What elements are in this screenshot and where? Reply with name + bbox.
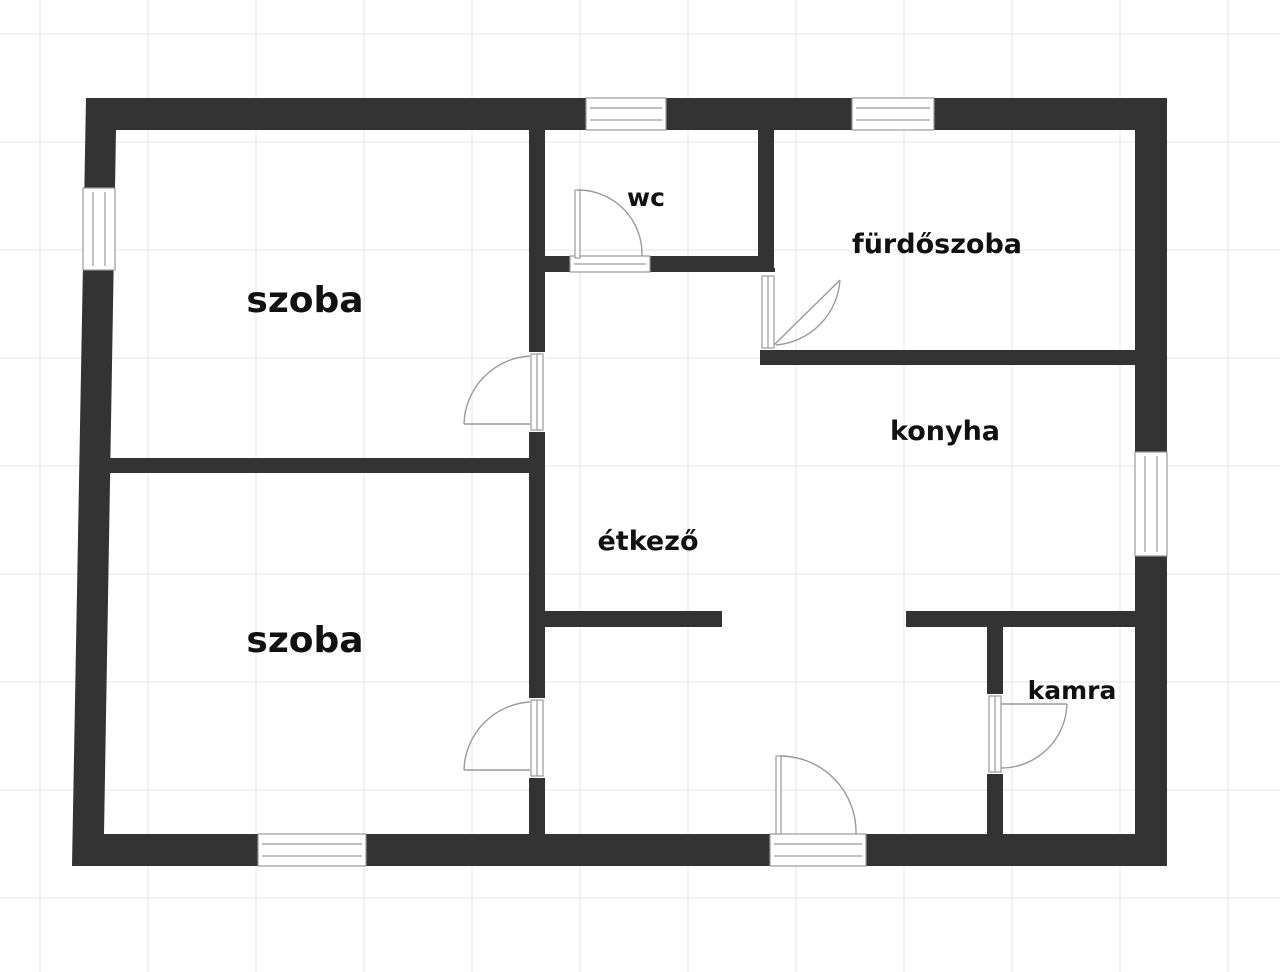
wall-etkezo-lower-left <box>545 611 722 627</box>
door-kamra <box>987 694 1068 774</box>
window-wc-bottom <box>569 255 651 273</box>
label-furdoszoba: fürdőszoba <box>852 229 1022 260</box>
door-wc <box>574 189 643 259</box>
door-szoba-top <box>463 352 545 432</box>
doors <box>463 189 1068 867</box>
label-szoba-top: szoba <box>246 280 363 321</box>
wall-etkezo-lower-right <box>906 611 1138 627</box>
door-furdoszoba <box>760 272 841 350</box>
label-konyha: konyha <box>890 416 1000 447</box>
door-szoba-bottom <box>463 698 545 778</box>
window-top-bath <box>851 97 935 131</box>
wall-szoba-divider <box>108 458 544 473</box>
wall-bath-bottom <box>760 350 1138 365</box>
label-kamra: kamra <box>1028 676 1117 705</box>
window-bottom-szoba <box>257 833 367 867</box>
label-etkezo: étkező <box>597 526 698 557</box>
interior-walls <box>108 130 1138 834</box>
window-top-wc <box>585 97 667 131</box>
room-labels: szoba szoba wc fürdőszoba konyha étkező … <box>246 183 1116 705</box>
door-entrance <box>769 755 867 867</box>
label-wc: wc <box>627 183 665 212</box>
window-left <box>82 187 116 271</box>
windows <box>82 97 1168 867</box>
window-right-konyha <box>1134 451 1168 557</box>
wall-central-vertical <box>529 130 545 834</box>
label-szoba-bottom: szoba <box>246 620 363 661</box>
wall-wc-right <box>758 130 774 272</box>
